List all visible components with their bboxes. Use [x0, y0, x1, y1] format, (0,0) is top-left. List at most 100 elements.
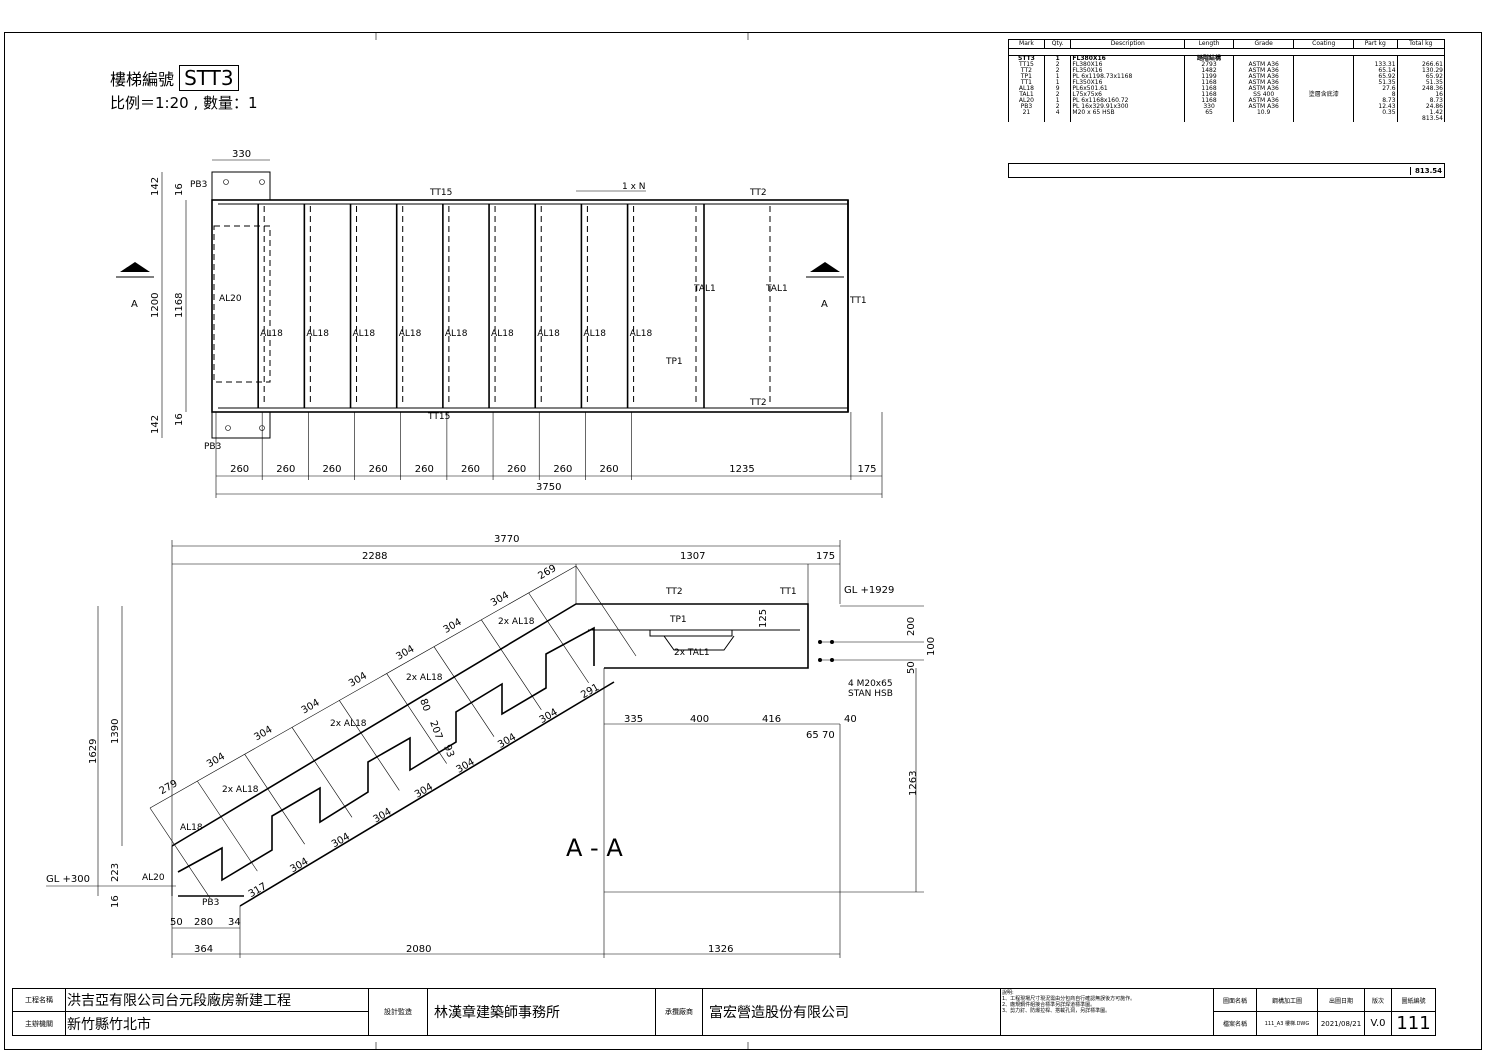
sec-guide-line	[433, 646, 495, 737]
sec-guide-line	[149, 807, 211, 899]
plan-tp1: TP1	[665, 357, 683, 367]
sec-bolt: 4 M20x65	[848, 679, 893, 689]
bom-cell: 8.73	[1396, 98, 1446, 104]
sec-guide-line	[339, 700, 400, 791]
sec-lower-tread-dim: 291	[579, 682, 601, 701]
sec-tt2: TT2	[665, 587, 683, 597]
bom-header-cell: Total kg	[1396, 39, 1446, 49]
plan-span-label: 260	[507, 464, 526, 475]
bom-cell: PL 6x1198.73x1168	[1070, 74, 1186, 80]
sec-tread-dim: 304	[442, 617, 464, 636]
plan-width-top: 330	[232, 149, 251, 160]
drawing-name-label: 圖面名稱	[1213, 988, 1257, 1012]
bom-cell	[1070, 116, 1186, 122]
plan-tt1: TT1	[849, 296, 867, 306]
sec-top-1307: 1307	[680, 551, 705, 562]
drawing-name: 鋼構加工圖	[1256, 988, 1318, 1012]
sec-guide-line	[197, 780, 258, 872]
sec-dim-1390: 1390	[110, 719, 121, 744]
sec-lower-tread-dim: 304	[371, 806, 393, 825]
bom-cell: 51.35	[1353, 80, 1398, 86]
bom-cell: STT3	[1008, 55, 1045, 62]
bom-cell: ASTM A36	[1232, 74, 1295, 80]
bom-cell: 27.6	[1353, 86, 1398, 92]
sec-bot-1326: 1326	[708, 944, 733, 955]
bom-cell: FL350X16	[1070, 80, 1186, 86]
bom-cell: 130.29	[1396, 68, 1446, 74]
plan-span-label: 1235	[729, 464, 754, 475]
section-view: 3770 2288 1307 175 GL +1929 GL +300 1629…	[46, 534, 937, 958]
bom-cell	[1008, 116, 1045, 122]
sec-tread-dim: 279	[158, 778, 180, 797]
sec-dim-1629: 1629	[88, 739, 99, 764]
plan-al18-label: AL18	[537, 329, 560, 339]
bom-cell: TT1	[1008, 80, 1045, 86]
sec-guide-line	[386, 673, 447, 764]
sec-bolt2: STAN HSB	[848, 689, 893, 699]
bom-cell: FL380X16	[1070, 55, 1186, 62]
plan-span-label: 260	[415, 464, 434, 475]
plan-tt2-bot: TT2	[749, 398, 767, 408]
bom-cell: ASTM A36	[1232, 104, 1295, 110]
architect-name: 林漢章建築師事務所	[427, 988, 656, 1036]
bom-cell: 10.9	[1232, 110, 1295, 116]
sec-dim-416: 416	[762, 714, 781, 725]
bom-cell: TT2	[1008, 68, 1045, 74]
location: 新竹縣竹北市	[65, 1011, 369, 1036]
section-mark-right: A	[821, 299, 828, 310]
sec-al18-b: 2x AL18	[406, 673, 443, 683]
plan-tal1-b: TAL1	[765, 284, 788, 294]
date: 2021/08/21	[1317, 1011, 1365, 1036]
bom-cell: AL18	[1008, 86, 1045, 92]
bom-cell: PB3	[1008, 104, 1045, 110]
sec-lower-tread-dim: 304	[288, 856, 310, 875]
sec-pb3: PB3	[202, 898, 219, 908]
plan-span-label: 260	[369, 464, 388, 475]
bom-cell: ASTM A36	[1232, 98, 1295, 104]
bom-cell: M20 x 65 HSB	[1070, 110, 1186, 116]
stair-no-label: 樓梯編號	[110, 70, 175, 89]
bom-cell: 16	[1396, 92, 1446, 98]
plan-view: A A 330 PB3 PB3 TT15 TT15 1 x N TT2 TT2 …	[116, 149, 883, 498]
sec-guide-line	[291, 727, 353, 818]
sec-al18-d: 2x AL18	[222, 785, 259, 795]
plan-span-label: 260	[276, 464, 295, 475]
plan-dim-1200: 1200	[150, 293, 161, 318]
sec-dim-1263: 1263	[908, 771, 919, 796]
bom-cell: TT15	[1008, 62, 1045, 68]
sec-bot-50: 50	[170, 917, 183, 928]
plan-tt15-top: TT15	[429, 188, 452, 198]
sec-bot-2080: 2080	[406, 944, 431, 955]
bom-cell: L75x75x6	[1070, 92, 1186, 98]
plan-total: 3750	[536, 482, 561, 493]
bom-header-cell: Part kg	[1353, 39, 1398, 49]
sec-guide-line	[244, 754, 305, 845]
bom-cell: PL 6x1168x160.72	[1070, 98, 1186, 104]
bom-cell: 266.61	[1396, 62, 1446, 68]
bom-header-cell: Grade	[1232, 39, 1295, 49]
plan-tt15-bot: TT15	[427, 412, 450, 422]
bom-spacer-row	[1008, 48, 1445, 56]
sec-dim-335: 335	[624, 714, 643, 725]
plan-al18-label: AL18	[445, 329, 468, 339]
sec-dim-70: 70	[822, 730, 835, 741]
contractor-name: 富宏營造股份有限公司	[702, 988, 1001, 1036]
plan-al18-label: AL18	[260, 329, 283, 339]
sec-tt1: TT1	[779, 587, 797, 597]
plan-pb3-top: PB3	[190, 180, 207, 190]
note-2: 2、廠規鋼件組接合標準另詳焊道標準圖。	[1002, 1002, 1096, 1008]
sec-tread-dim: 304	[347, 671, 369, 690]
sec-bot-364: 364	[194, 944, 213, 955]
plan-span-label: 260	[461, 464, 480, 475]
stair-no: STT3	[179, 65, 239, 91]
bom-cell: 8.73	[1353, 98, 1398, 104]
bom-cell: 133.31	[1353, 62, 1398, 68]
bom-cell	[1396, 55, 1446, 62]
bom-cell: ASTM A36	[1232, 80, 1295, 86]
location-label: 主辦機關	[12, 1011, 66, 1036]
plan-dim-1168: 1168	[174, 293, 185, 318]
sec-top-2288: 2288	[362, 551, 387, 562]
